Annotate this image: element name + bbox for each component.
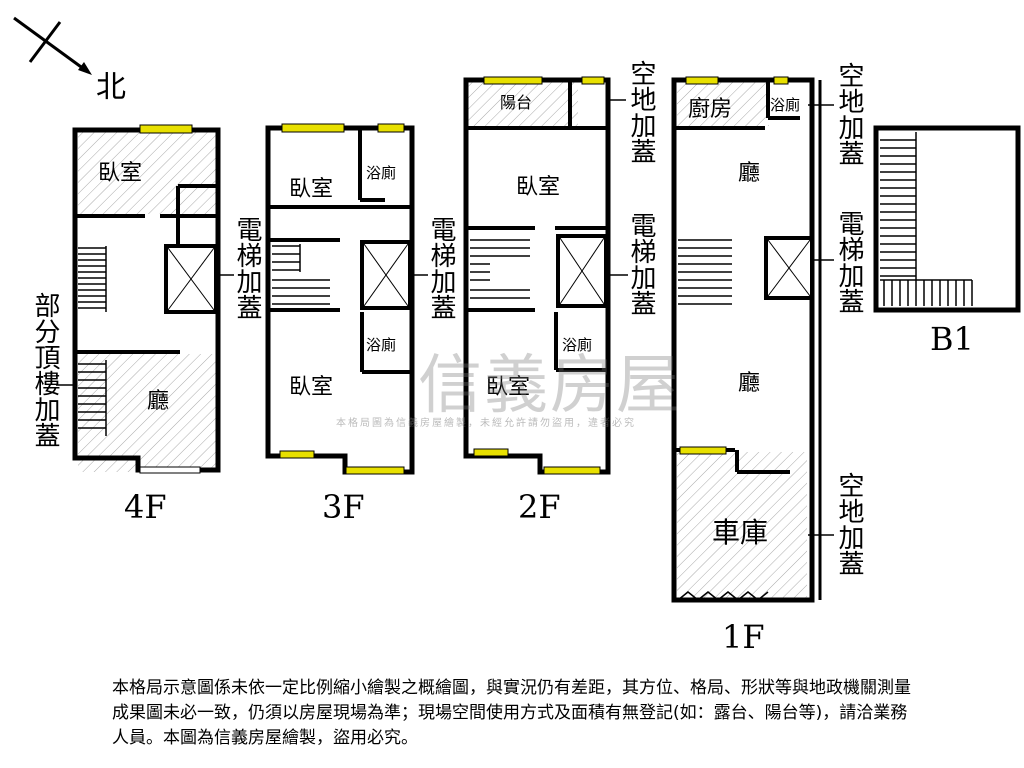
north-label: 北 — [96, 70, 126, 105]
note-partial-roof-addition: 部分頂樓加蓋 — [30, 292, 60, 448]
room-label-2f-bedroom-2: 臥室 — [486, 375, 530, 400]
plan-b1 — [873, 125, 1021, 313]
room-label-3f-bath-1: 浴廁 — [366, 164, 396, 182]
plan-1f — [671, 76, 822, 603]
plan-4f — [72, 124, 221, 474]
floor-label-3f: 3F — [322, 488, 365, 526]
watermark-brand: 信義房屋 — [418, 349, 682, 423]
watermark-subtext: 本格局圖為信義房屋繪製，未經允許請勿盜用，違者必究 — [336, 418, 636, 429]
room-label-2f-bath: 浴廁 — [562, 336, 592, 354]
room-label-4f-hall: 廳 — [147, 389, 169, 414]
room-label-2f-bedroom-1: 臥室 — [516, 175, 560, 200]
room-label-1f-hall-1: 廳 — [738, 161, 760, 186]
note-1f-land-addition-top: 空地加蓋 — [834, 62, 864, 166]
room-label-1f-kitchen: 廚房 — [688, 97, 732, 122]
floor-label-1f: 1F — [722, 618, 765, 656]
floor-label-b1: B1 — [930, 320, 974, 358]
room-label-1f-hall-2: 廳 — [738, 371, 760, 396]
room-label-2f-balcony: 陽台 — [500, 93, 532, 112]
room-label-1f-bath: 浴廁 — [770, 96, 800, 114]
note-4f-elevator-addition: 電梯加蓋 — [232, 216, 262, 320]
room-label-3f-bath-2: 浴廁 — [366, 336, 396, 354]
note-1f-land-addition-bottom: 空地加蓋 — [834, 472, 864, 576]
floor-label-2f: 2F — [518, 488, 561, 526]
note-1f-elevator-addition: 電梯加蓋 — [834, 210, 864, 314]
note-2f-land-addition: 空地加蓋 — [626, 60, 656, 164]
plan-2f — [463, 76, 611, 475]
room-label-3f-bedroom-1: 臥室 — [289, 177, 333, 202]
floor-label-4f: 4F — [124, 488, 167, 526]
room-label-4f-bedroom: 臥室 — [98, 161, 142, 186]
room-label-3f-bedroom-2: 臥室 — [289, 375, 333, 400]
leader-lines — [56, 99, 834, 536]
disclaimer-text: 本格局示意圖係未依一定比例縮小繪製之概繪圖，與實況仍有差距，其方位、格局、形狀等… — [112, 678, 911, 748]
room-label-1f-garage: 車庫 — [712, 516, 768, 549]
plan-3f — [265, 123, 415, 475]
note-3f-elevator-addition: 電梯加蓋 — [426, 216, 456, 320]
compass-arrow — [13, 16, 92, 75]
note-2f-elevator-addition: 電梯加蓋 — [626, 212, 656, 316]
